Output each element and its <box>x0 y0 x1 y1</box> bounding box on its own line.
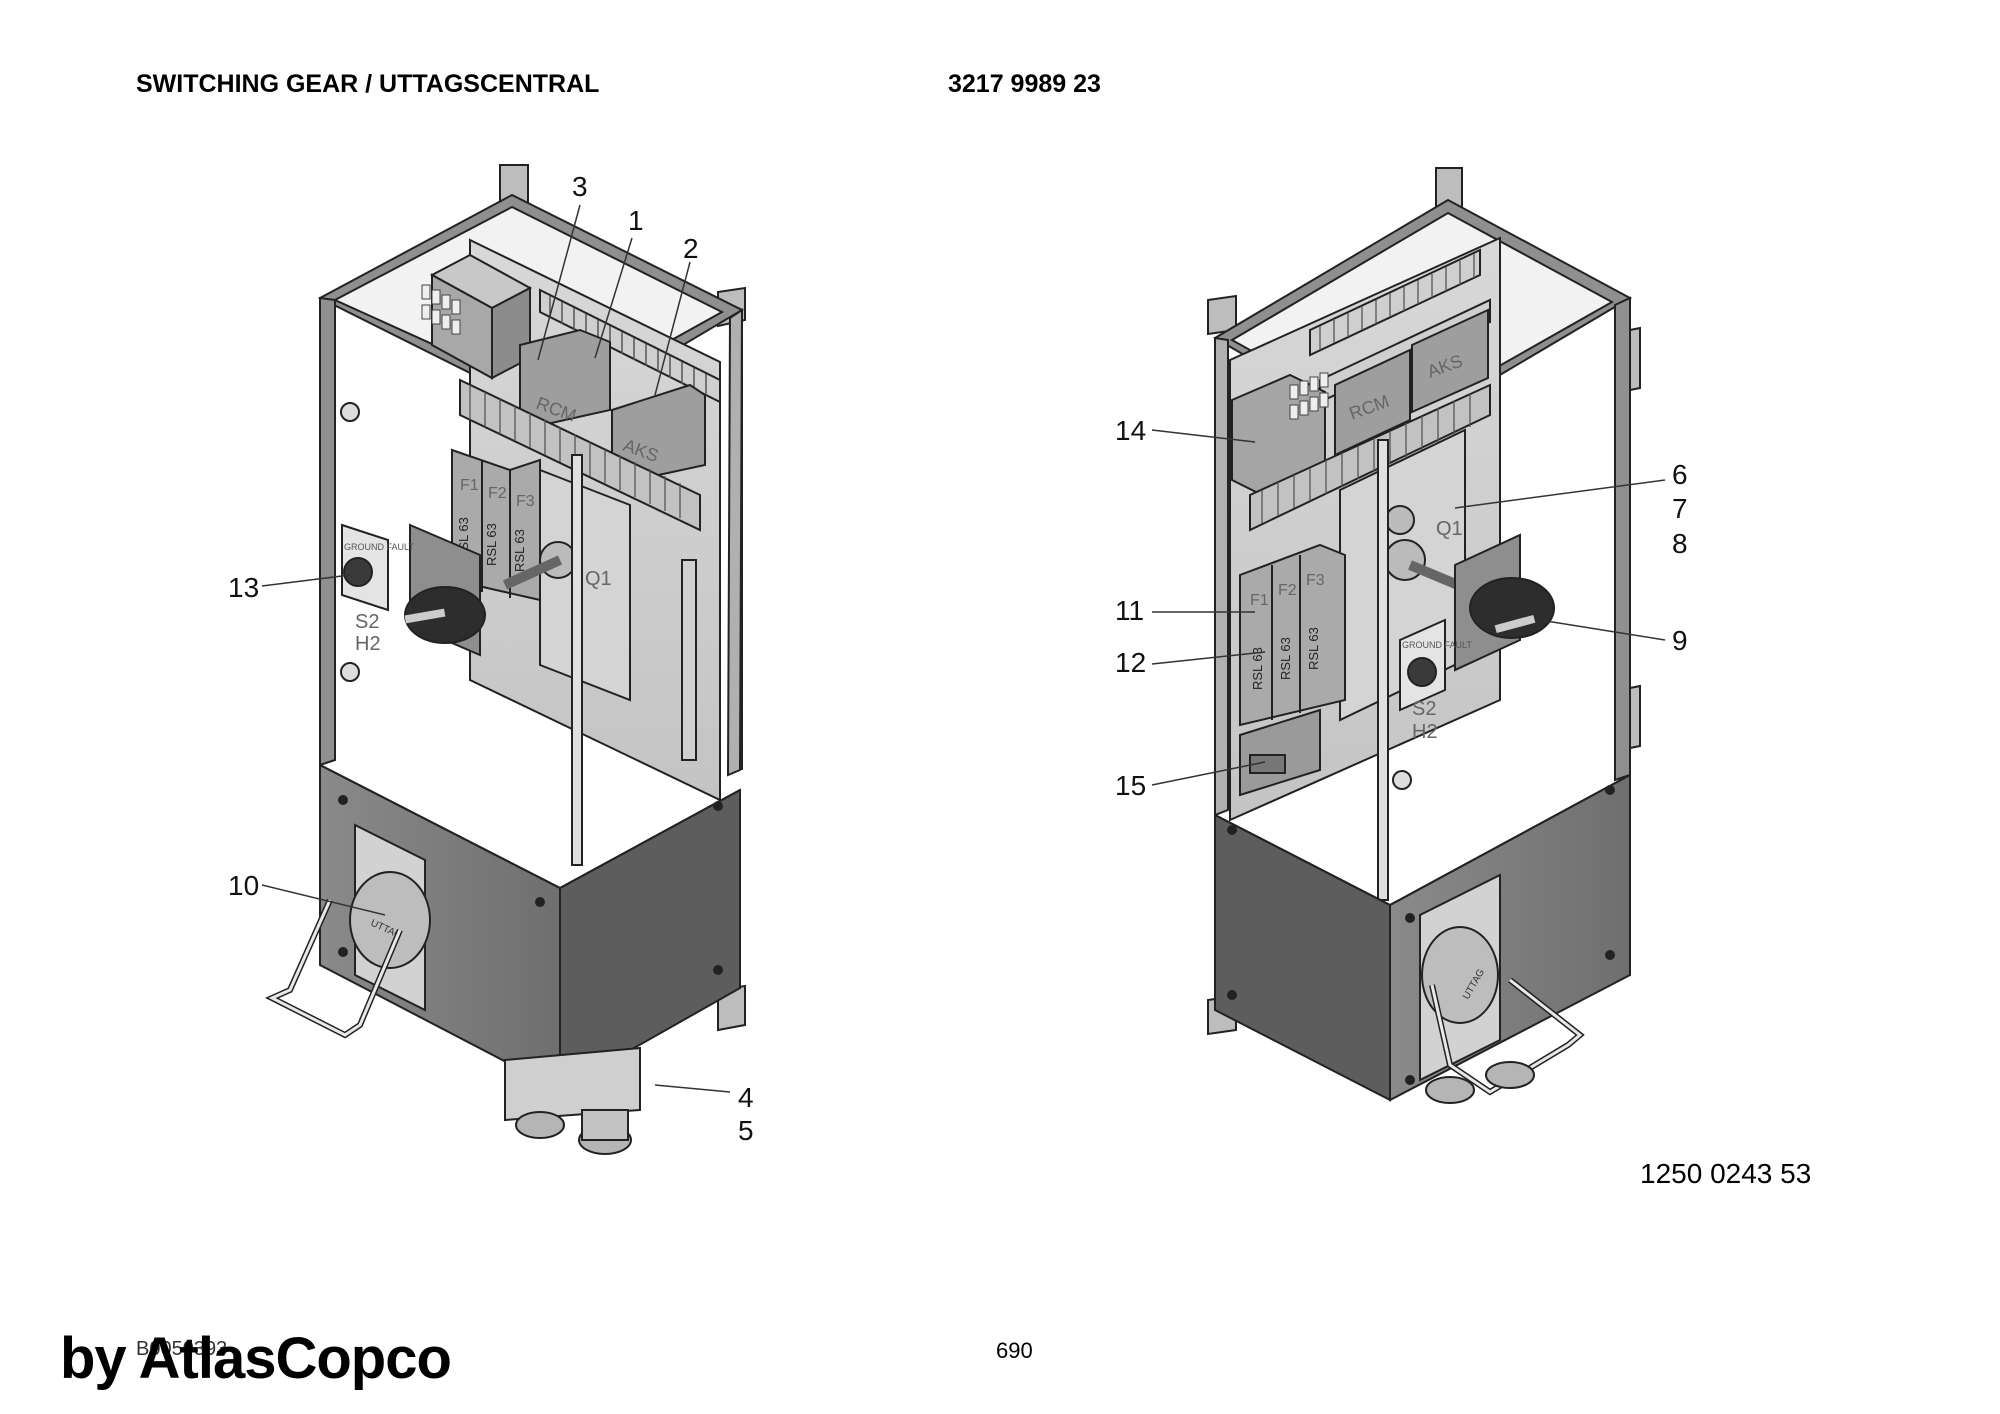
callout-13: 13 <box>228 572 259 603</box>
callout-3: 3 <box>572 171 588 202</box>
part-number: 3217 9989 23 <box>948 70 1101 98</box>
right-callouts: 14 6 7 8 11 9 12 15 <box>1115 415 1688 801</box>
left-ground-fault-button <box>343 557 373 587</box>
left-enclosure: RCM AKS F1 F2 F3 RSL 63 RSL 63 RSL 63 Q1 <box>265 164 746 1155</box>
right-din-rail-top <box>1309 248 1481 357</box>
callout-5: 5 <box>738 1115 754 1146</box>
right-q1-label: Q1 <box>1436 518 1463 540</box>
right-s2-label: S2 <box>1412 698 1436 720</box>
right-ground-fault-text: GROUND FAULT <box>1402 640 1472 650</box>
callout-4: 4 <box>738 1082 754 1113</box>
left-rsl-label-2: RSL 63 <box>484 523 499 566</box>
right-lower-box-side <box>1214 813 1391 1102</box>
left-leader-lines <box>261 204 731 1093</box>
callout-9: 9 <box>1672 625 1688 656</box>
left-callouts: 3 1 2 13 10 4 5 <box>228 171 754 1146</box>
callout-14: 14 <box>1115 415 1146 446</box>
right-housing-right-wall <box>1614 296 1631 782</box>
left-din-rail-top <box>539 288 721 404</box>
right-cable-gland-2 <box>1485 1061 1535 1089</box>
callout-12: 12 <box>1115 647 1146 678</box>
right-aks-module <box>1411 308 1489 414</box>
callout-7: 7 <box>1672 493 1688 524</box>
left-f2-label: F2 <box>488 485 507 502</box>
left-cable-gland-1 <box>515 1111 565 1139</box>
callout-8: 8 <box>1672 528 1688 559</box>
callout-15: 15 <box>1115 770 1146 801</box>
right-f2-label: F2 <box>1278 582 1297 599</box>
right-f3-label: F3 <box>1306 572 1325 589</box>
callout-11: 11 <box>1115 595 1144 626</box>
page-title: SWITCHING GEAR / UTTAGSCENTRAL <box>136 70 600 98</box>
right-f1-label: F1 <box>1250 592 1269 609</box>
document-id: B0050393 <box>136 1338 228 1360</box>
left-ground-fault-text: GROUND FAULT <box>344 542 414 552</box>
drawing-number: 1250 0243 53 <box>1640 1158 1812 1189</box>
left-h2-label: H2 <box>355 633 381 655</box>
right-housing-left-wall <box>1214 336 1229 817</box>
right-rsl-label-1: RSL 63 <box>1250 647 1265 690</box>
left-lower-box-side <box>559 788 741 1092</box>
right-cable-gland-1 <box>1425 1076 1475 1104</box>
left-housing-left-wall <box>319 296 336 767</box>
left-rsl-label-3: RSL 63 <box>512 529 527 572</box>
left-f1-label: F1 <box>460 477 479 494</box>
left-f3-label: F3 <box>516 493 535 510</box>
page-number: 690 <box>996 1338 1033 1363</box>
right-rsl-label-3: RSL 63 <box>1306 627 1321 670</box>
callout-1: 1 <box>628 205 644 236</box>
left-q1-label: Q1 <box>585 568 612 590</box>
callout-10: 10 <box>228 870 259 901</box>
right-h2-label: H2 <box>1412 721 1438 743</box>
right-rsl-label-2: RSL 63 <box>1278 637 1293 680</box>
left-housing-right-wall <box>726 308 744 777</box>
right-ground-fault-button <box>1407 657 1437 687</box>
right-enclosure: RCM AKS Q1 F1 F2 <box>1207 167 1641 1104</box>
right-rotary-handle <box>1469 577 1555 639</box>
left-s2-label: S2 <box>355 611 379 633</box>
watermark-text: by AtlasCopco <box>60 1326 452 1391</box>
callout-2: 2 <box>683 233 699 264</box>
callout-6: 6 <box>1672 459 1688 490</box>
right-fuse-block <box>1239 543 1346 727</box>
left-q1-switch <box>539 468 631 702</box>
right-rcm-module <box>1334 348 1411 457</box>
left-cable-gland-housing <box>504 1046 641 1122</box>
right-leader-lines <box>1151 429 1666 786</box>
